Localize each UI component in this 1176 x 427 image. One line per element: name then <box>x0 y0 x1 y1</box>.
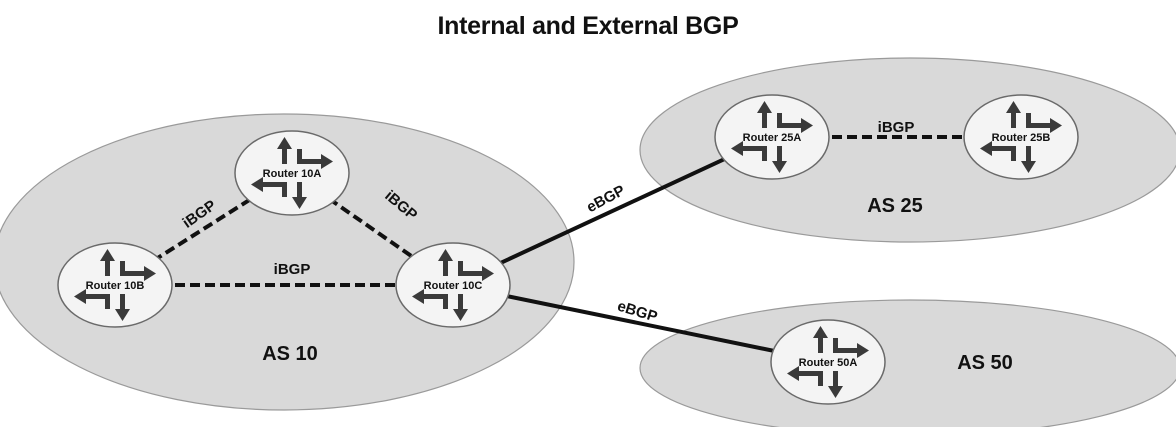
router-body <box>963 94 1079 180</box>
ebgp-label-l5: eBGP <box>584 182 628 216</box>
router-body <box>770 319 886 405</box>
router-label: Router 10A <box>263 168 322 180</box>
diagram-title: Internal and External BGP <box>437 12 739 40</box>
router-r25a[interactable]: Router 25A <box>714 94 830 180</box>
router-label: Router 10C <box>424 280 483 292</box>
ibgp-label-l4: iBGP <box>878 119 915 136</box>
as-label-as50: AS 50 <box>957 352 1013 374</box>
router-r50a[interactable]: Router 50A <box>770 319 886 405</box>
router-body <box>234 130 350 216</box>
router-icon <box>980 101 1062 173</box>
ebgp-link-l6 <box>452 283 829 364</box>
router-r25b[interactable]: Router 25B <box>963 94 1079 180</box>
router-icon <box>731 101 813 173</box>
router-label: Router 50A <box>799 357 858 369</box>
router-body <box>395 242 511 328</box>
as-label-as25: AS 25 <box>867 195 923 217</box>
router-icon <box>251 137 333 209</box>
router-icon <box>787 326 869 398</box>
router-icon <box>412 249 494 321</box>
router-r10c[interactable]: Router 10C <box>395 242 511 328</box>
router-layer: Router 10A Router 10B Router 10C Router 25A… <box>57 94 1079 405</box>
router-body <box>57 242 173 328</box>
ebgp-link-l5 <box>452 135 773 287</box>
ibgp-label-l3: iBGP <box>274 261 311 278</box>
router-r10a[interactable]: Router 10A <box>234 130 350 216</box>
router-body <box>714 94 830 180</box>
router-label: Router 10B <box>86 280 145 292</box>
autonomous-system-as10 <box>0 113 575 411</box>
router-icon <box>74 249 156 321</box>
router-label: Router 25B <box>992 132 1051 144</box>
router-label: Router 25A <box>743 132 802 144</box>
autonomous-system-as50 <box>639 299 1176 427</box>
router-r10b[interactable]: Router 10B <box>57 242 173 328</box>
as-label-as10: AS 10 <box>262 343 318 365</box>
